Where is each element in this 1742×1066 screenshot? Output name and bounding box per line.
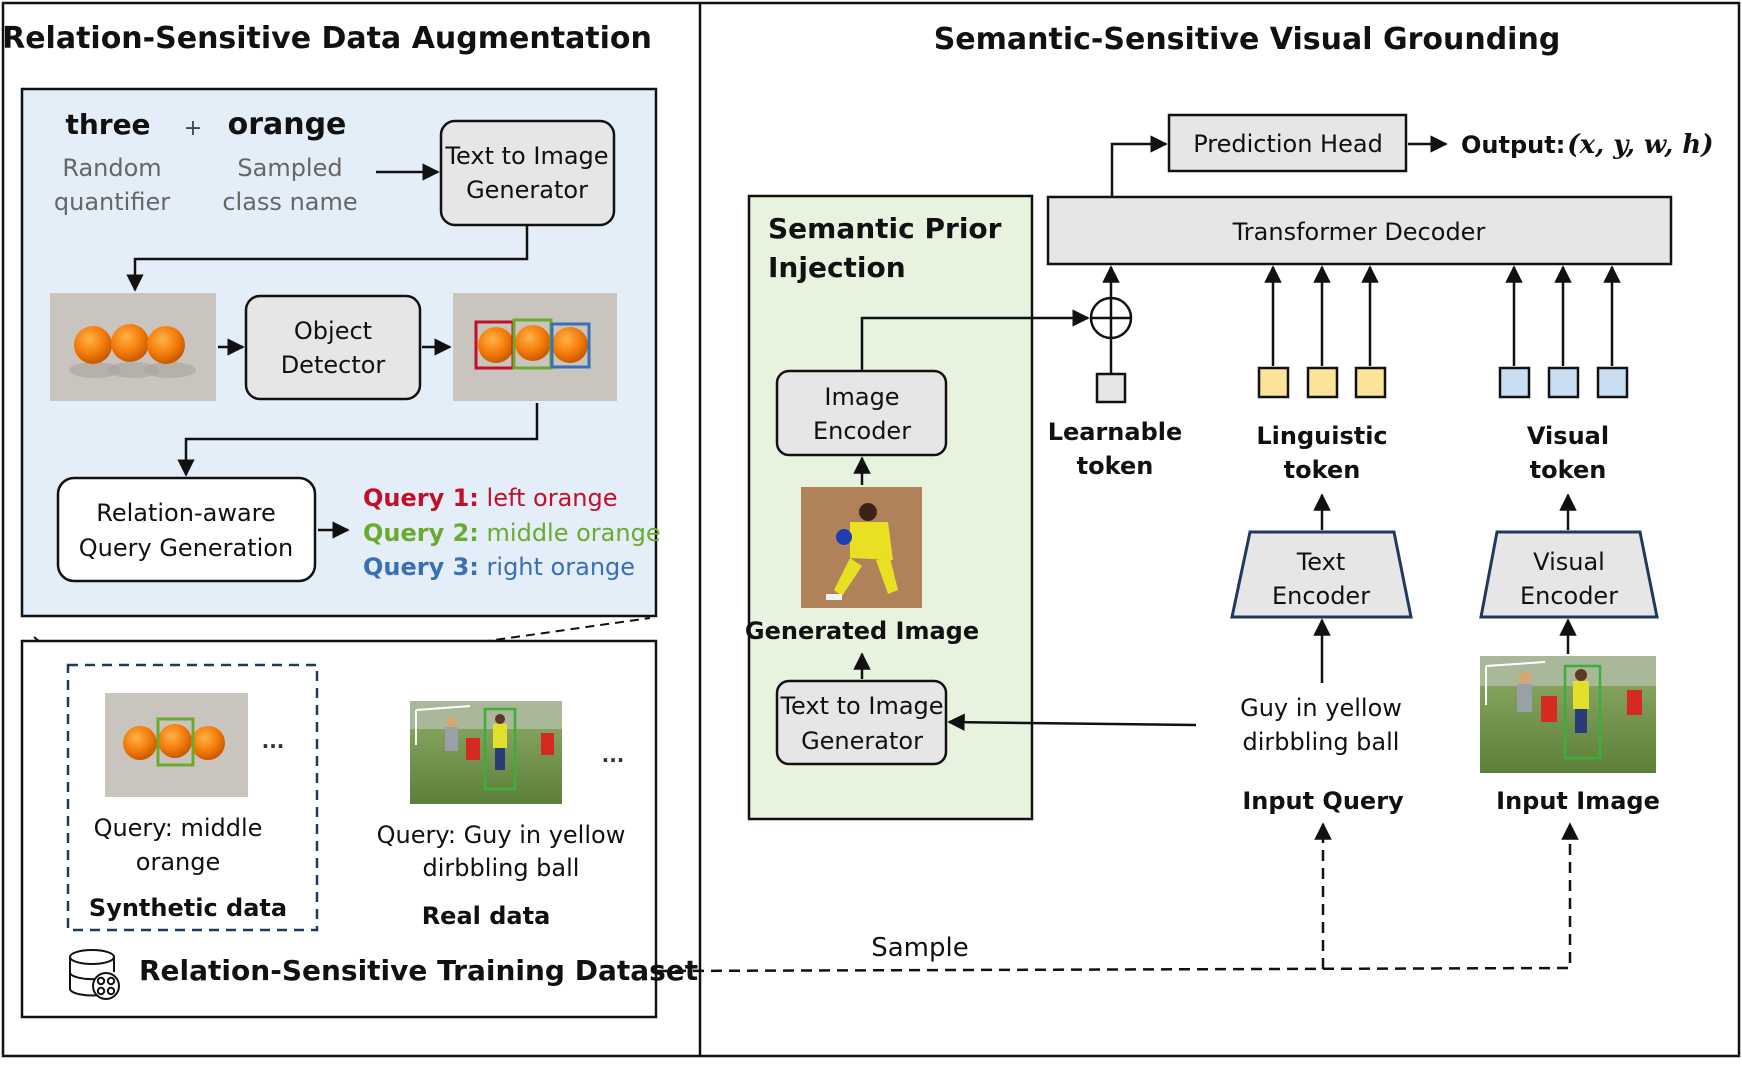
relation-line2: Query Generation — [79, 534, 293, 562]
detector-line2: Detector — [281, 351, 386, 379]
generated-image-label: Generated Image — [745, 617, 979, 645]
dataset-label: Relation-Sensitive Training Dataset — [139, 954, 698, 987]
prediction-head-box — [1167, 113, 1408, 173]
query-2-text: middle orange — [479, 519, 661, 547]
word-orange: orange — [228, 107, 347, 142]
learnable-token-line2: token — [1077, 452, 1154, 480]
visual-token-line1: Visual — [1527, 422, 1609, 450]
detector-line1: Object — [294, 317, 372, 345]
arrow-encoder-to-sum — [860, 309, 1090, 371]
right-t2i-line2: Generator — [801, 727, 923, 755]
left-t2i-line1: Text to Image — [444, 142, 608, 170]
arrow-query-to-t2i — [947, 713, 1197, 731]
input-soccer-image — [1480, 656, 1656, 773]
linguistic-token-line2: token — [1284, 456, 1361, 484]
query-1: Query 1: left orange — [363, 484, 618, 512]
object-detector-box — [244, 294, 422, 401]
arrow-image-to-relation — [177, 403, 539, 477]
real-ellipsis: ... — [602, 743, 625, 767]
input-query-line1: Guy in yellow — [1240, 694, 1402, 722]
query-1-label: Query 1: — [363, 484, 479, 512]
transformer-decoder-label: Transformer Decoder — [1232, 218, 1486, 246]
visual-encoder-line1: Visual — [1533, 548, 1605, 576]
real-soccer-image — [410, 701, 562, 804]
right-panel-title: Semantic-Sensitive Visual Grounding — [934, 22, 1561, 57]
query-1-text: left orange — [479, 484, 618, 512]
random-quantifier-line1: Random — [62, 154, 161, 182]
text-encoder-line1: Text — [1296, 548, 1346, 576]
prediction-head-label: Prediction Head — [1193, 130, 1383, 158]
plus-sign: + — [184, 116, 202, 141]
real-query-line1: Query: Guy in yellow — [377, 821, 626, 849]
generated-player-image — [801, 487, 922, 608]
synthetic-data-dashed-box — [66, 663, 319, 932]
text-encoder-line2: Encoder — [1272, 582, 1370, 610]
visual-token-2 — [1547, 366, 1580, 399]
generated-oranges-image — [50, 293, 216, 401]
linguistic-token-3 — [1354, 366, 1387, 399]
right-t2i-line1: Text to Image — [779, 692, 943, 720]
image-encoder-line1: Image — [824, 383, 899, 411]
sum-node — [1089, 296, 1133, 340]
relation-query-generation-box — [56, 476, 317, 583]
synthetic-oranges-image — [105, 693, 248, 797]
real-query-line2: dirbbling ball — [423, 854, 580, 882]
input-image-label: Input Image — [1496, 787, 1660, 815]
left-t2i-line2: Generator — [466, 176, 588, 204]
text-encoder-trapezoid — [1230, 530, 1413, 619]
output-math: (x, y, w, h) — [1567, 130, 1713, 160]
input-query-line2: dirbbling ball — [1243, 728, 1400, 756]
synthetic-query-line1: Query: middle — [94, 814, 263, 842]
detected-oranges-image — [453, 293, 617, 401]
synthetic-data-label: Synthetic data — [89, 894, 287, 922]
visual-encoder-trapezoid — [1479, 530, 1659, 619]
learnable-token-line1: Learnable — [1048, 418, 1183, 446]
transformer-decoder-box — [1046, 195, 1673, 266]
linguistic-token-2 — [1306, 366, 1339, 399]
query-3-label: Query 3: — [363, 553, 479, 581]
left-panel-title: Relation-Sensitive Data Augmentation — [2, 21, 652, 56]
synthetic-ellipsis: ... — [262, 729, 285, 753]
sample-arrow-to-image — [656, 822, 1579, 973]
query-2-label: Query 2: — [363, 519, 479, 547]
query-2: Query 2: middle orange — [363, 519, 661, 547]
left-t2i-generator-box — [439, 119, 616, 227]
query-3: Query 3: right orange — [363, 553, 635, 581]
visual-token-1 — [1498, 366, 1531, 399]
arrow-decoder-to-head — [1110, 135, 1168, 197]
sampled-class-line1: Sampled — [237, 154, 342, 182]
spi-title-line1: Semantic Prior — [768, 212, 1002, 245]
word-three: three — [65, 108, 150, 141]
random-quantifier-line2: quantifier — [54, 188, 170, 216]
database-icon — [69, 949, 120, 1000]
image-encoder-line2: Encoder — [813, 417, 911, 445]
right-t2i-generator-box — [775, 679, 948, 766]
linguistic-token-line1: Linguistic — [1256, 422, 1387, 450]
learnable-token — [1095, 372, 1127, 404]
linguistic-token-1 — [1257, 366, 1290, 399]
visual-token-line2: token — [1530, 456, 1607, 484]
arrow-t2i-to-image — [126, 225, 529, 292]
relation-line1: Relation-aware — [96, 499, 276, 527]
real-data-label: Real data — [422, 902, 551, 930]
visual-encoder-line2: Encoder — [1520, 582, 1618, 610]
sampled-class-line2: class name — [222, 188, 357, 216]
synthetic-query-line2: orange — [136, 848, 220, 876]
output-label: Output: — [1461, 131, 1565, 159]
visual-token-3 — [1596, 366, 1629, 399]
input-query-label: Input Query — [1242, 787, 1404, 815]
sample-label: Sample — [871, 933, 969, 963]
spi-title-line2: Injection — [768, 251, 906, 284]
output-text: Output:(x, y, w, h) — [1461, 130, 1714, 160]
query-3-text: right orange — [479, 553, 635, 581]
